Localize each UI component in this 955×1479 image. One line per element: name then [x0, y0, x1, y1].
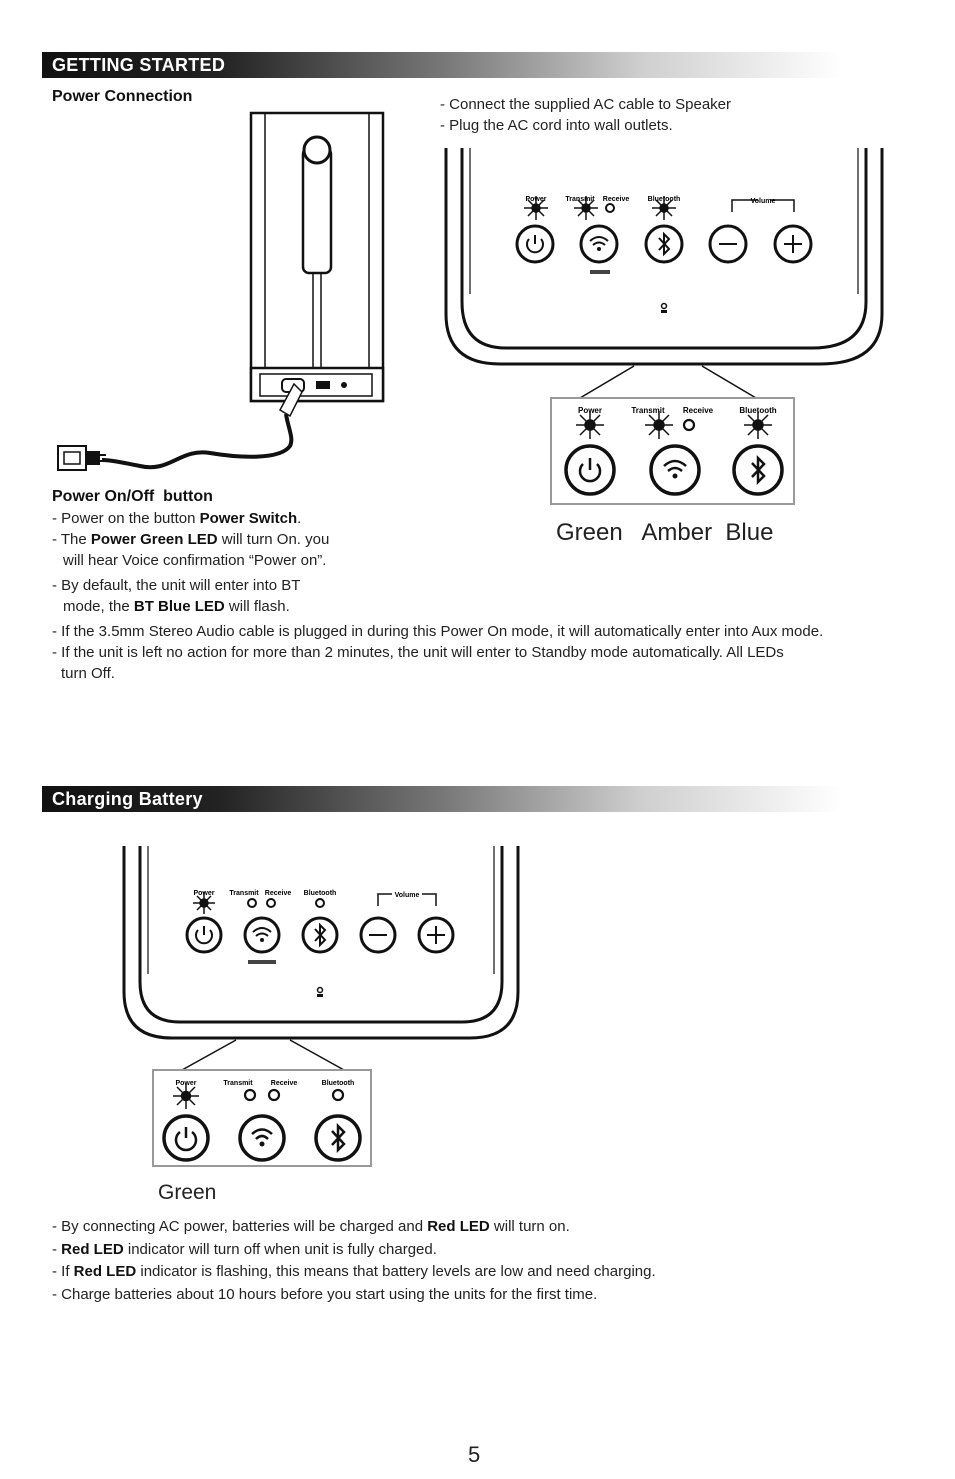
power-onoff-heading: Power On/Off button	[52, 488, 213, 505]
power-button[interactable]	[185, 916, 223, 954]
charging-instructions: - By connecting AC power, batteries will…	[52, 1216, 656, 1306]
led-flash-transmit	[574, 196, 598, 220]
led-flash-power	[193, 892, 215, 914]
line-text: indicator will turn off when unit is ful…	[123, 1240, 437, 1258]
note-line: - If the unit is left no action for more…	[52, 644, 784, 661]
led-label-bluetooth: Bluetooth	[304, 890, 337, 897]
led-receive	[605, 203, 615, 213]
led-label-transmit: Transmit	[565, 196, 595, 203]
power-button[interactable]	[162, 1114, 210, 1162]
volume-label: Volume	[395, 892, 420, 899]
instruction-line: - Connect the supplied AC cable to Speak…	[440, 96, 732, 113]
step-text: - The	[52, 531, 91, 548]
volume-up-button[interactable]	[417, 916, 455, 954]
power-button[interactable]	[564, 444, 616, 496]
led-label-bluetooth: Bluetooth	[322, 1080, 355, 1087]
pair-button[interactable]	[579, 224, 619, 264]
line-emphasis: Red LED	[427, 1218, 490, 1235]
section-title: GETTING STARTED	[52, 55, 226, 75]
led-label-transmit: Transmit	[631, 406, 665, 415]
pair-button[interactable]	[649, 444, 701, 496]
step-text: will turn On. you	[217, 531, 330, 548]
led-label-power: Power	[578, 406, 602, 415]
led-flash-power	[524, 196, 548, 220]
step-text: - Power on the button	[52, 510, 200, 527]
bluetooth-button[interactable]	[732, 444, 784, 496]
power-connection-heading: Power Connection	[52, 88, 193, 105]
note-line: - If the 3.5mm Stereo Audio cable is plu…	[52, 623, 824, 640]
step-text: - By default, the unit will enter into B…	[52, 577, 301, 594]
line-text: indicator is flashing, this means that b…	[136, 1263, 656, 1280]
bluetooth-button[interactable]	[314, 1114, 362, 1162]
section-banner-charging: Charging Battery	[42, 786, 842, 812]
line-emphasis: Red LED	[73, 1263, 137, 1280]
step-emphasis: Power Green LED	[90, 531, 218, 548]
led-label-receive: Receive	[683, 406, 714, 415]
volume-down-button[interactable]	[359, 916, 397, 954]
power-button[interactable]	[515, 224, 555, 264]
charging-panel-illustration: Power Transmit Receive Bluetooth Volume …	[122, 846, 520, 1167]
power-connection-instructions: - Connect the supplied AC cable to Speak…	[440, 94, 731, 136]
speaker-side-illustration	[57, 111, 385, 471]
control-panel-illustration: Power Transmit Receive Bluetooth Volume	[444, 148, 884, 505]
led-label-transmit: Transmit	[229, 890, 259, 897]
charging-led-caption: Green	[158, 1181, 217, 1204]
line-emphasis: Red LED	[61, 1240, 124, 1258]
volume-label: Volume	[751, 198, 776, 205]
note-line: turn Off.	[61, 665, 115, 682]
volume-down-button[interactable]	[708, 224, 748, 264]
line-text: -	[52, 1240, 62, 1258]
led-label-receive: Receive	[265, 890, 292, 897]
led-label-bluetooth: Bluetooth	[739, 406, 776, 415]
power-on-notes: - If the 3.5mm Stereo Audio cable is plu…	[52, 621, 942, 684]
led-color-caption: Green Amber Blue	[556, 519, 774, 546]
section-title: Charging Battery	[52, 789, 203, 809]
pair-button[interactable]	[243, 916, 281, 954]
line-text: - If	[52, 1263, 74, 1280]
step-text: .	[297, 510, 302, 527]
line-text: will turn on.	[489, 1218, 570, 1235]
page-number: 5	[468, 1442, 481, 1467]
step-text: will hear Voice confirmation “Power on”.	[63, 552, 327, 569]
step-text: will flash.	[224, 598, 290, 615]
step-text: mode, the	[63, 598, 134, 615]
volume-up-button[interactable]	[773, 224, 813, 264]
section-banner-getting-started: GETTING STARTED	[42, 52, 842, 78]
led-label-receive: Receive	[271, 1080, 298, 1087]
instruction-line: - Plug the AC cord into wall outlets.	[440, 117, 673, 134]
line-text: - By connecting AC power, batteries will…	[52, 1218, 428, 1235]
pair-button[interactable]	[238, 1114, 286, 1162]
power-onoff-steps: - Power on the button Power Switch. - Th…	[52, 508, 329, 617]
led-label-receive: Receive	[603, 196, 630, 203]
bluetooth-button[interactable]	[644, 224, 684, 264]
led-label-transmit: Transmit	[223, 1080, 253, 1087]
line-text: - Charge batteries about 10 hours before…	[52, 1285, 598, 1303]
led-flash-bluetooth	[652, 196, 676, 220]
step-emphasis: BT Blue LED	[133, 598, 225, 615]
bluetooth-button[interactable]	[301, 916, 339, 954]
step-emphasis: Power Switch	[199, 510, 298, 527]
